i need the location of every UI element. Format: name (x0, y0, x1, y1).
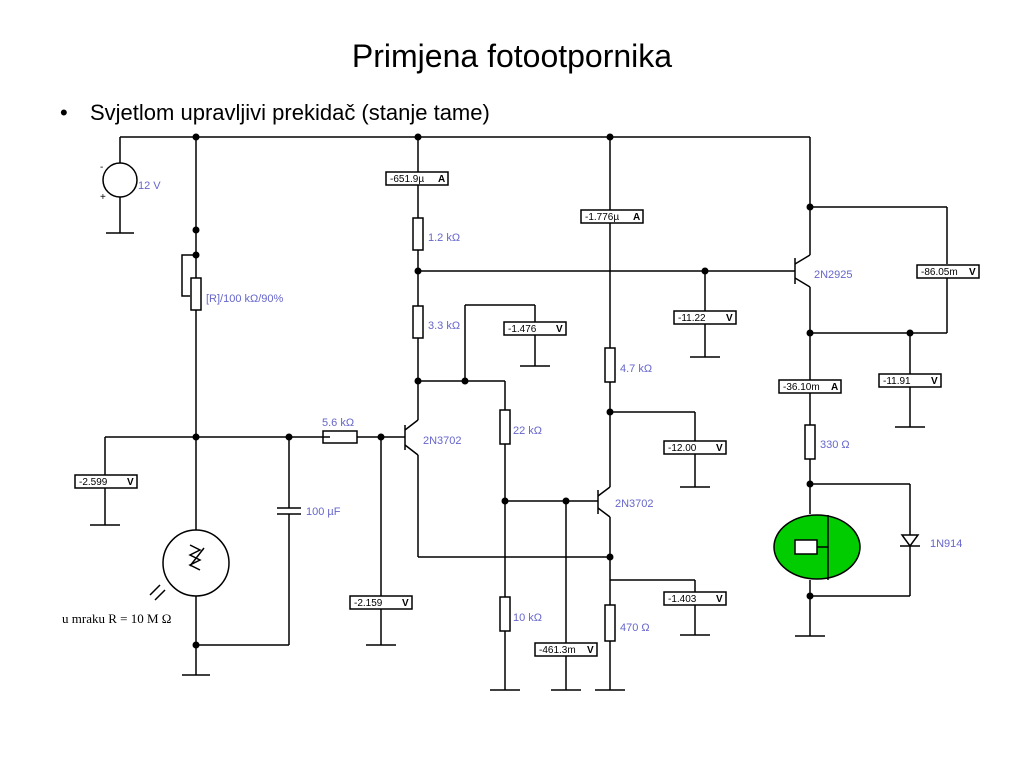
ldr-symbol (162, 529, 230, 597)
svg-text:A: A (438, 174, 445, 185)
ldr-note: u mraku R = 10 M Ω (62, 611, 171, 626)
svg-text:-86.05m: -86.05m (921, 267, 958, 278)
svg-text:V: V (716, 443, 723, 454)
meter-a1: -651.9µ A (385, 171, 449, 186)
r7-label: 470 Ω (620, 622, 650, 634)
svg-text:-36.10m: -36.10m (783, 382, 820, 393)
resistor-4k7 (604, 347, 616, 383)
meter-v7: -2.159 V (349, 595, 413, 610)
resistor-470 (604, 604, 616, 642)
svg-text:-2.159: -2.159 (354, 598, 383, 609)
svg-text:-11.91: -11.91 (883, 376, 911, 387)
resistor-22k (499, 409, 511, 445)
meter-v2: -11.22 V (673, 310, 737, 325)
meter-v5: -12.00 V (663, 440, 727, 455)
r6-label: 4.7 kΩ (620, 363, 652, 375)
svg-text:V: V (587, 645, 594, 656)
q3-label: 2N2925 (814, 269, 853, 281)
battery-symbol: - + (100, 137, 138, 234)
diode-label: 1N914 (930, 538, 962, 550)
svg-text:A: A (633, 212, 640, 223)
svg-text:V: V (931, 376, 938, 387)
bullet-item: • Svjetlom upravljivi prekidač (stanje ta… (60, 100, 490, 126)
meter-v8: -1.403 V (663, 591, 727, 606)
pot-resistor (190, 277, 202, 311)
svg-text:+: + (100, 192, 106, 203)
svg-text:V: V (726, 313, 733, 324)
meter-a2: -1.776µ A (580, 209, 644, 224)
junctions (192, 133, 914, 649)
svg-text:V: V (127, 477, 134, 488)
svg-text:-1.403: -1.403 (668, 594, 697, 605)
battery-label: 12 V (138, 180, 161, 192)
meter-v1: -1.476 V (503, 321, 567, 336)
bullet-text: Svjetlom upravljivi prekidač (stanje tam… (90, 100, 490, 125)
resistor-1k2 (412, 217, 424, 251)
svg-text:-11.22: -11.22 (678, 313, 706, 324)
svg-text:-461.3m: -461.3m (539, 645, 576, 656)
q1-label: 2N3702 (423, 435, 462, 447)
slide-title: Primjena fotootpornika (351, 38, 673, 74)
svg-text:-651.9µ: -651.9µ (390, 174, 424, 185)
svg-text:V: V (556, 324, 563, 335)
meter-v9: -461.3m V (534, 642, 598, 657)
r5-label: 10 kΩ (513, 612, 542, 624)
svg-text:A: A (831, 382, 838, 393)
svg-text:V: V (969, 267, 976, 278)
pot-label: [R]/100 kΩ/90% (206, 293, 284, 305)
resistor-330 (804, 424, 816, 460)
cap-label: 100 µF (306, 506, 341, 518)
svg-text:-: - (100, 162, 103, 173)
svg-text:V: V (402, 598, 409, 609)
meter-v6: -2.599 V (74, 474, 138, 489)
meter-v4: -11.91 V (878, 373, 942, 388)
svg-text:-1.776µ: -1.776µ (585, 212, 619, 223)
svg-text:-12.00: -12.00 (668, 443, 697, 454)
resistor-3k3 (412, 305, 424, 339)
q2-label: 2N3702 (615, 498, 654, 510)
bullet-dot: • (60, 100, 68, 125)
svg-text:-1.476: -1.476 (508, 324, 537, 335)
meter-a3: -36.10m A (778, 379, 842, 394)
r2-label: 3.3 kΩ (428, 320, 460, 332)
r3-label: 5.6 kΩ (322, 417, 354, 429)
svg-text:V: V (716, 594, 723, 605)
r4-label: 22 kΩ (513, 425, 542, 437)
svg-text:-2.599: -2.599 (79, 477, 108, 488)
r1-label: 1.2 kΩ (428, 232, 460, 244)
r8-label: 330 Ω (820, 439, 850, 451)
resistor-10k (499, 596, 511, 632)
meter-v3: -86.05m V (916, 264, 980, 279)
